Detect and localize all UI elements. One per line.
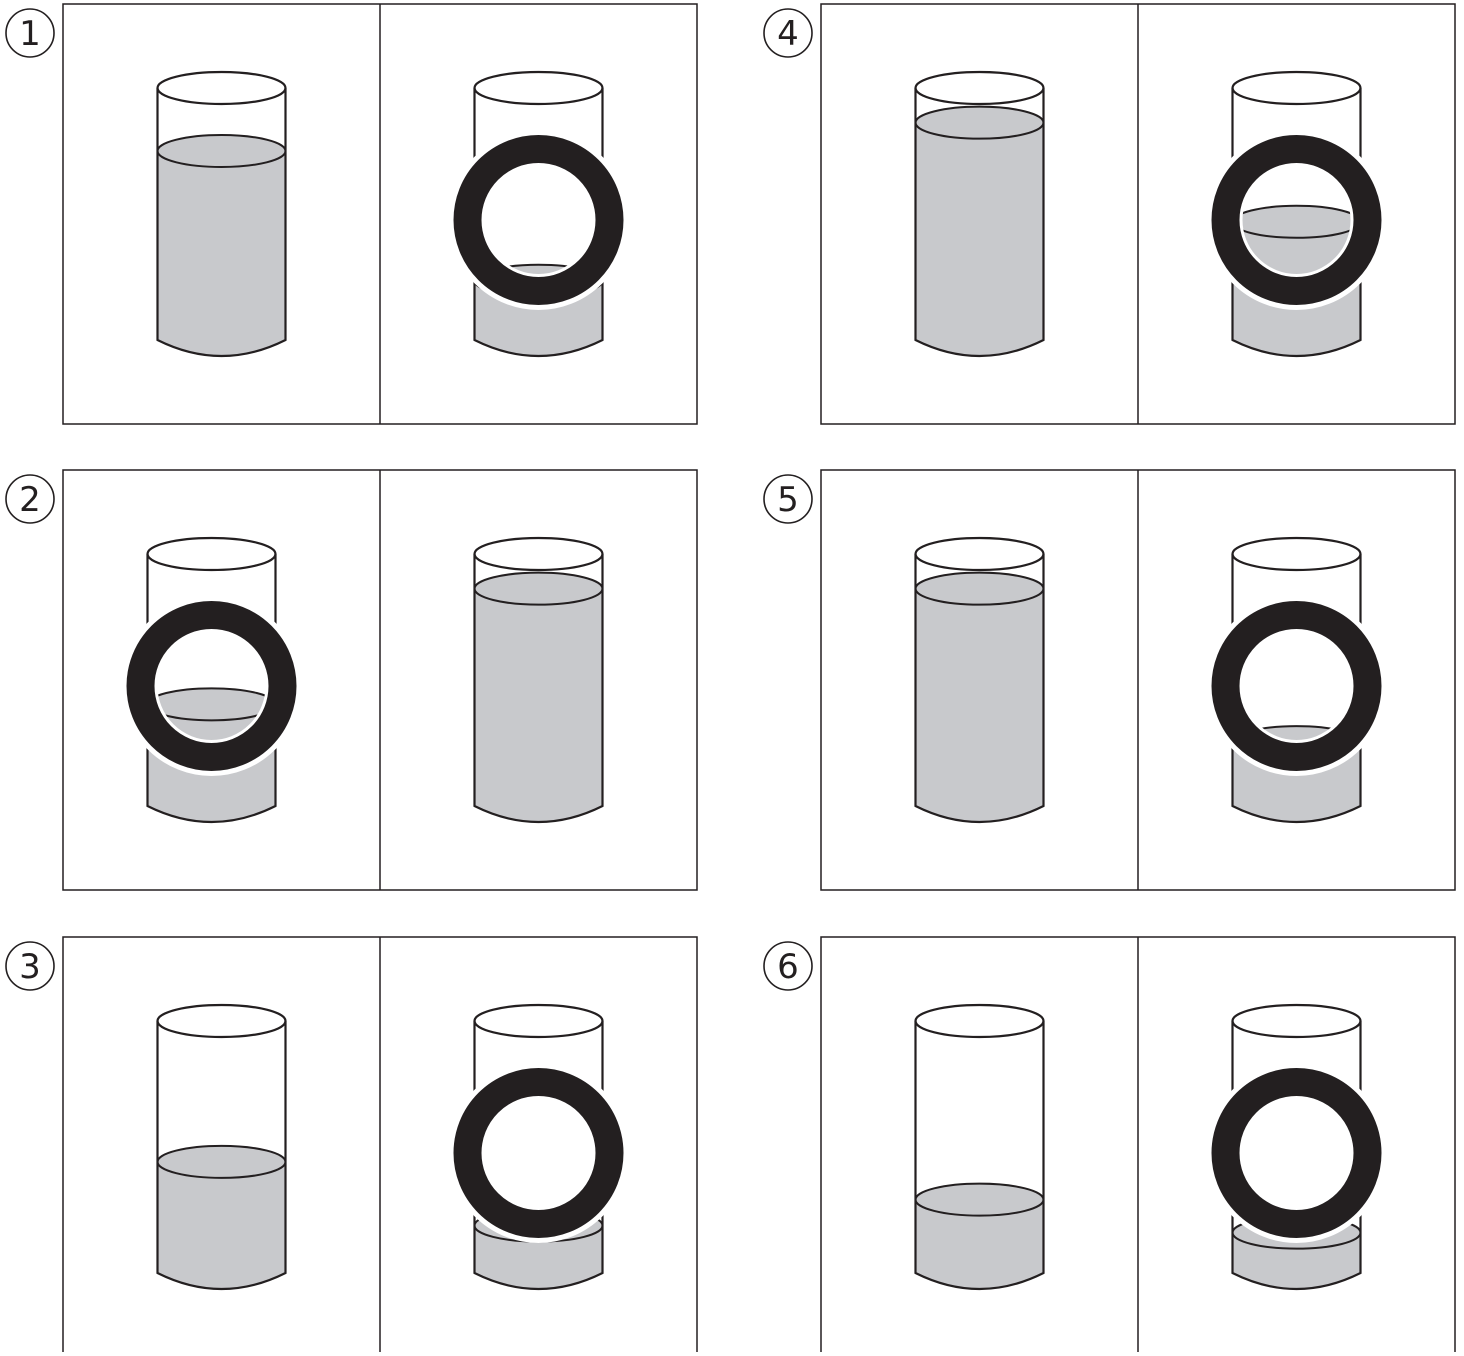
problem-1: 1 (6, 4, 697, 424)
problem-2: 2 (6, 470, 697, 890)
problem-4: 4 (764, 4, 1455, 424)
problem-number: 5 (777, 480, 799, 520)
water-surface (916, 107, 1044, 139)
glass-rim (158, 1005, 286, 1037)
water-surface (475, 573, 603, 605)
glass-rim (916, 1005, 1044, 1037)
panel-left (916, 72, 1044, 356)
glass-rim (916, 72, 1044, 104)
water-surface (1233, 206, 1361, 238)
water-surface (148, 688, 276, 720)
glass-rim (475, 72, 603, 104)
glass-rim (475, 1005, 603, 1037)
water-surface (158, 1146, 286, 1178)
glass-rim (1233, 1005, 1361, 1037)
glass-rim (158, 72, 286, 104)
water-surface (158, 135, 286, 167)
water-body (475, 573, 603, 822)
water-body (916, 573, 1044, 822)
water-body (916, 107, 1044, 356)
glass-rim (1233, 538, 1361, 570)
glass-rim (148, 538, 276, 570)
problem-6: 6 (764, 937, 1455, 1352)
problem-number: 6 (777, 947, 799, 987)
panel-left (916, 538, 1044, 822)
problem-3: 3 (6, 937, 697, 1352)
problem-number: 1 (19, 14, 41, 54)
problem-5: 5 (764, 470, 1455, 890)
panel-right (475, 538, 603, 822)
problem-number: 4 (777, 14, 799, 54)
water-surface (916, 573, 1044, 605)
water-body (158, 135, 286, 356)
glass-rim (916, 538, 1044, 570)
water-surface (916, 1184, 1044, 1216)
problem-number: 2 (19, 480, 41, 520)
problem-number: 3 (19, 947, 41, 987)
glass-rim (1233, 72, 1361, 104)
glass-rim (475, 538, 603, 570)
